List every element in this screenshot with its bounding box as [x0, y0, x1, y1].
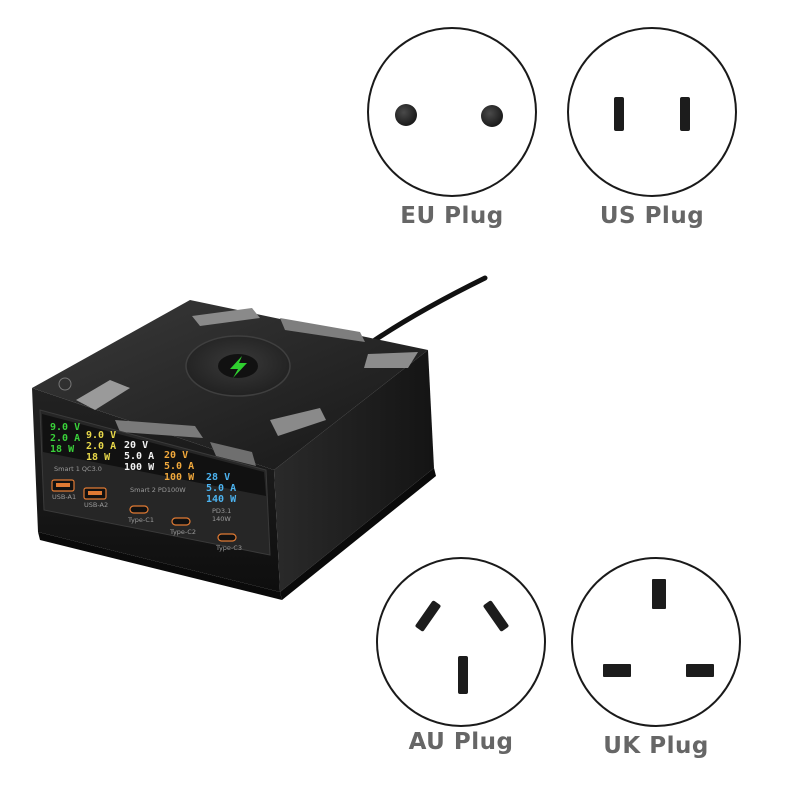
accent-front-mid	[115, 420, 203, 438]
type-c3-port-label: Type-C3	[215, 544, 242, 552]
svg-text:2.0 A: 2.0 A	[50, 433, 80, 444]
au-plug-diagram: AU Plug	[376, 557, 566, 787]
eu-socket-face	[367, 27, 537, 197]
accent-right-mid	[270, 408, 326, 436]
au-earth-pin	[458, 656, 468, 694]
eu-plug-label: EU Plug	[400, 203, 504, 229]
lcd-readout-3: 20 V 5.0 A 100 W	[124, 440, 155, 473]
port-group-3-power: 140W	[212, 515, 231, 523]
lcd-readout-4: 20 V 5.0 A 100 W	[164, 450, 195, 483]
us-socket-face	[567, 27, 737, 197]
svg-text:18 W: 18 W	[50, 444, 75, 455]
accent-back-right	[280, 318, 365, 342]
accent-back-left	[192, 308, 260, 326]
accent-front-left	[76, 380, 130, 410]
eu-round-pin-left	[395, 104, 417, 126]
svg-text:28 V: 28 V	[206, 472, 230, 483]
type-c1-port-label: Type-C1	[127, 516, 154, 524]
uk-socket-face	[571, 557, 741, 727]
power-button-icon[interactable]	[58, 377, 72, 391]
uk-pin-right	[686, 664, 714, 677]
type-c1-port[interactable]	[129, 505, 149, 514]
type-c3-port[interactable]	[217, 533, 237, 542]
charger-base-side	[280, 468, 436, 600]
svg-text:9.0 V: 9.0 V	[86, 430, 116, 441]
charging-station-illustration: 9.0 V 2.0 A 18 W 9.0 V 2.0 A 18 W 20 V 5…	[32, 275, 488, 600]
lcd-display	[42, 414, 266, 496]
us-flat-pin-left	[614, 97, 624, 131]
uk-pin-left	[603, 664, 631, 677]
svg-text:9.0 V: 9.0 V	[50, 422, 80, 433]
au-plug-label: AU Plug	[408, 729, 514, 755]
type-c2-port-label: Type-C2	[169, 528, 196, 536]
usb-a1-port-label: USB-A1	[52, 493, 76, 501]
svg-text:100 W: 100 W	[124, 462, 155, 473]
svg-text:20 V: 20 V	[124, 440, 148, 451]
accent-right-corner	[364, 352, 418, 368]
type-c2-port[interactable]	[171, 517, 191, 526]
usb-a2-port-tongue	[88, 491, 102, 495]
uk-plug-label: UK Plug	[603, 733, 709, 759]
usb-a2-port-label: USB-A2	[84, 501, 108, 509]
eu-plug-diagram: EU Plug	[367, 27, 557, 257]
uk-plug-diagram: UK Plug	[571, 557, 761, 787]
svg-text:100 W: 100 W	[164, 472, 195, 483]
svg-text:5.0 A: 5.0 A	[164, 461, 194, 472]
svg-text:5.0 A: 5.0 A	[206, 483, 236, 494]
port-group-1-label: Smart 1 QC3.0	[54, 465, 102, 473]
accent-front-right	[210, 442, 256, 466]
lcd-readout-1: 9.0 V 2.0 A 18 W	[50, 422, 80, 455]
au-socket-face	[376, 557, 546, 727]
port-group-3-label: PD3.1	[212, 507, 231, 515]
usb-a1-port-tongue	[56, 483, 70, 487]
us-plug-diagram: US Plug	[567, 27, 757, 257]
power-cable	[372, 275, 488, 343]
us-flat-pin-right	[680, 97, 690, 131]
uk-earth-pin	[652, 579, 666, 609]
eu-round-pin-right	[481, 105, 503, 127]
lightning-bolt-icon	[230, 356, 247, 378]
charger-base	[38, 532, 282, 600]
svg-text:140 W: 140 W	[206, 494, 237, 505]
svg-text:5.0 A: 5.0 A	[124, 451, 154, 462]
svg-text:18 W: 18 W	[86, 452, 111, 463]
us-plug-label: US Plug	[599, 203, 705, 229]
lcd-readout-2: 9.0 V 2.0 A 18 W	[86, 430, 116, 463]
charger-side	[274, 350, 434, 592]
port-group-2-label: Smart 2 PD100W	[130, 486, 186, 494]
lcd-readout-5: 28 V 5.0 A 140 W	[206, 472, 237, 505]
svg-text:20 V: 20 V	[164, 450, 188, 461]
svg-text:2.0 A: 2.0 A	[86, 441, 116, 452]
